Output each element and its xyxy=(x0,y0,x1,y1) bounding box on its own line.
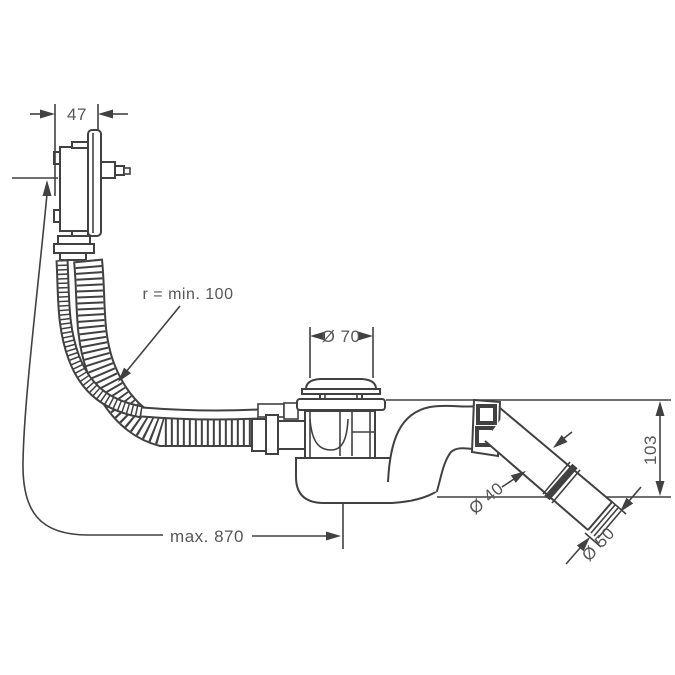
control-knob-step xyxy=(114,165,125,176)
dim-dia-70: Ø 70 xyxy=(309,327,374,378)
dim-height-103: 103 xyxy=(641,401,665,496)
pipe-coupling-band xyxy=(544,463,578,501)
arrow-right xyxy=(326,531,341,541)
bend-radius-note: r = min. 100 xyxy=(118,286,233,382)
arrow-left xyxy=(40,109,55,119)
dia-40-label: Ø 40 xyxy=(465,479,507,519)
arrow-shaft-lower xyxy=(565,547,581,565)
dim-width-47 xyxy=(30,109,128,119)
arrow-upper xyxy=(620,497,634,512)
drain-waste-body xyxy=(296,378,386,459)
elbow-inner-edge xyxy=(436,447,477,492)
pipe-top-edge xyxy=(499,407,613,503)
bend-radius-label: r = min. 100 xyxy=(143,286,234,303)
pipe-end-face xyxy=(587,501,613,531)
hose-adapter-lower xyxy=(59,252,87,261)
flexible-overflow-hose xyxy=(73,258,256,447)
end-ring-2 xyxy=(593,507,619,537)
width-47-label: 47 xyxy=(67,105,87,124)
arrow-shaft-lower xyxy=(501,478,515,488)
base-plate xyxy=(296,398,386,411)
elbow-outer-edge xyxy=(387,404,478,483)
dia-70-label: Ø 70 xyxy=(322,327,361,346)
waste-cap xyxy=(304,378,378,390)
height-103-label: 103 xyxy=(641,435,660,465)
overflow-fitting xyxy=(53,129,131,261)
arrow-up xyxy=(42,180,52,196)
arrow-down xyxy=(655,481,665,496)
coupling-edge-2 xyxy=(551,469,581,504)
extension-tick-upper xyxy=(609,499,627,515)
end-ring-1 xyxy=(590,504,616,534)
elbow-fill xyxy=(388,406,477,500)
body-step-top xyxy=(71,141,89,149)
dimension-path xyxy=(22,193,163,536)
plug-bowl xyxy=(309,418,349,451)
arrow-lower xyxy=(510,471,526,483)
arrow-right xyxy=(358,331,373,341)
arrow-right xyxy=(98,109,113,119)
hose-inlet-connector xyxy=(251,414,306,455)
cable-conduit xyxy=(55,259,299,421)
end-ring-3 xyxy=(597,510,622,539)
arrow-lower xyxy=(576,537,590,552)
outlet-elbow xyxy=(387,404,478,500)
fitting-body xyxy=(59,146,89,232)
arrow-left xyxy=(310,331,325,341)
extension-tick-lower xyxy=(584,532,602,548)
max-length-label: max. 870 xyxy=(170,527,244,546)
leader-line xyxy=(125,305,181,373)
arrow-shaft-upper xyxy=(562,431,573,440)
leader-arrow xyxy=(118,367,131,382)
inlet-sleeve xyxy=(251,418,267,452)
dim-max-length-870 xyxy=(12,177,344,549)
control-knob-stem xyxy=(100,161,116,179)
nut-facet-top xyxy=(476,404,497,425)
arrow-upper xyxy=(553,435,568,448)
hose-adapter-upper xyxy=(57,235,91,245)
cable-end-connector xyxy=(283,402,299,420)
flange-disc xyxy=(87,129,102,237)
pipe-fill xyxy=(485,412,612,530)
outlet-pipe xyxy=(484,407,622,539)
arrow-shaft-upper xyxy=(628,486,642,502)
conduit-corrugation xyxy=(57,259,143,417)
coupling-edge-1 xyxy=(542,461,571,495)
cable-tube-fill xyxy=(141,408,259,419)
arrow-up xyxy=(655,401,665,416)
dia-50-label: Ø 50 xyxy=(578,524,618,565)
inlet-nut xyxy=(265,414,279,455)
hose-fill xyxy=(75,258,256,445)
hose-adapter-nut xyxy=(53,243,95,254)
pipe-bottom-edge xyxy=(484,440,589,531)
control-knob-tip xyxy=(123,167,131,175)
inlet-socket xyxy=(277,420,306,450)
